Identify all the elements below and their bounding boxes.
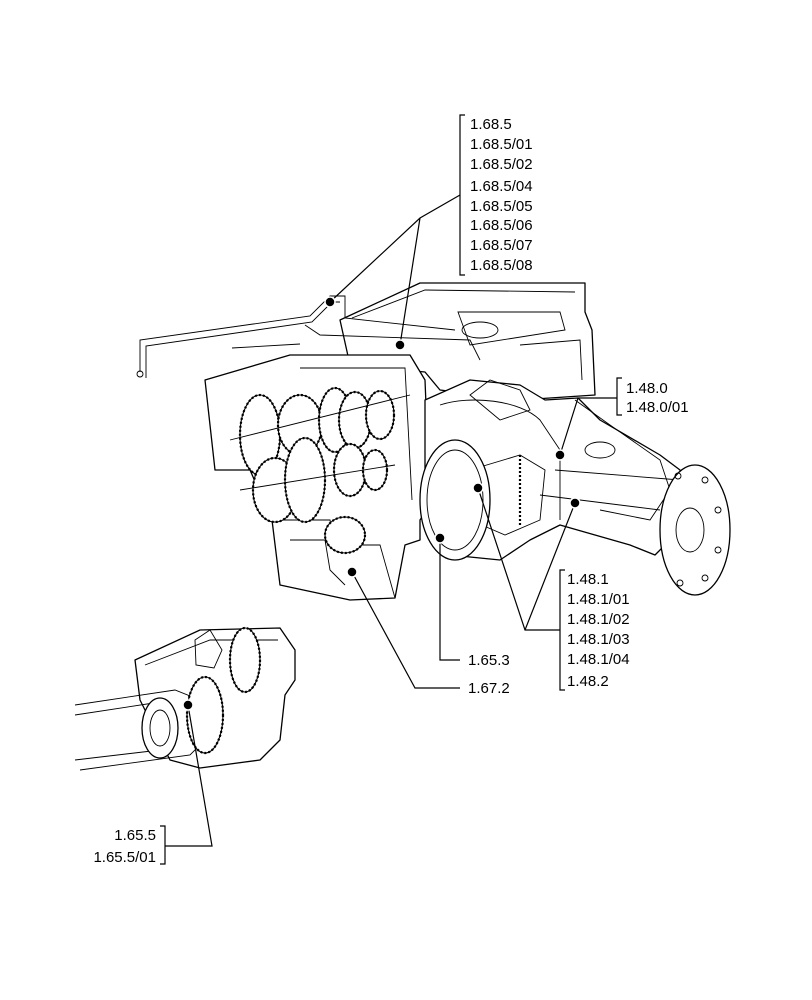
callout-1653: 1.65.3 [434, 532, 510, 669]
callout-dot [554, 449, 566, 461]
gear-train [229, 386, 411, 555]
callout-label: 1.48.1/01 [567, 591, 630, 608]
callout-label: 1.68.5/05 [470, 198, 533, 215]
callout-label: 1.48.0 [626, 380, 668, 397]
callout-label: 1.65.5/01 [93, 849, 156, 866]
callout-label: 1.48.1 [567, 571, 609, 588]
bracket-1480 [616, 377, 622, 416]
callout-label: 1.48.1/04 [567, 651, 630, 668]
callout-dot [569, 497, 581, 509]
leader-1672 [351, 571, 460, 689]
callout-dot [324, 296, 336, 308]
callout-group-1480: 1.48.0 1.48.0/01 [554, 377, 689, 461]
callout-label: 1.68.5/08 [470, 257, 533, 274]
callout-dot [394, 339, 406, 351]
callout-label: 1.68.5/06 [470, 217, 533, 234]
callout-label: 1.68.5/07 [470, 237, 533, 254]
callout-label: 1.67.2 [468, 680, 510, 697]
transmission-housing-illustration [136, 282, 731, 601]
callout-label: 1.48.0/01 [626, 399, 689, 416]
callout-dot [434, 532, 446, 544]
callout-label: 1.48.1/02 [567, 611, 630, 628]
callout-label: 1.68.5/04 [470, 178, 533, 195]
callout-dot [472, 482, 484, 494]
callout-group-1481: 1.48.1 1.48.1/01 1.48.1/02 1.48.1/03 1.4… [472, 482, 630, 691]
callout-label: 1.65.3 [468, 652, 510, 669]
bracket-1481 [559, 569, 565, 691]
callout-dot [182, 699, 194, 711]
leader-1655 [165, 704, 213, 847]
inset-shaft-illustration [74, 626, 296, 771]
callout-label: 1.65.5 [114, 827, 156, 844]
bracket-1685 [459, 114, 465, 276]
callout-1672: 1.67.2 [346, 566, 510, 697]
callout-label: 1.48.2 [567, 673, 609, 690]
callout-dot [346, 566, 358, 578]
callout-label: 1.68.5 [470, 116, 512, 133]
callout-group-1685: 1.68.5 1.68.5/01 1.68.5/02 1.68.5/04 1.6… [324, 114, 533, 351]
callout-label: 1.68.5/01 [470, 136, 533, 153]
callout-group-1655: 1.65.5 1.65.5/01 [93, 699, 213, 866]
leader-1653 [439, 538, 460, 661]
callout-label: 1.48.1/03 [567, 631, 630, 648]
bracket-1655 [160, 825, 166, 865]
callout-label: 1.68.5/02 [470, 156, 533, 173]
wheel-flange [659, 464, 731, 596]
leader-1480 [559, 397, 617, 456]
